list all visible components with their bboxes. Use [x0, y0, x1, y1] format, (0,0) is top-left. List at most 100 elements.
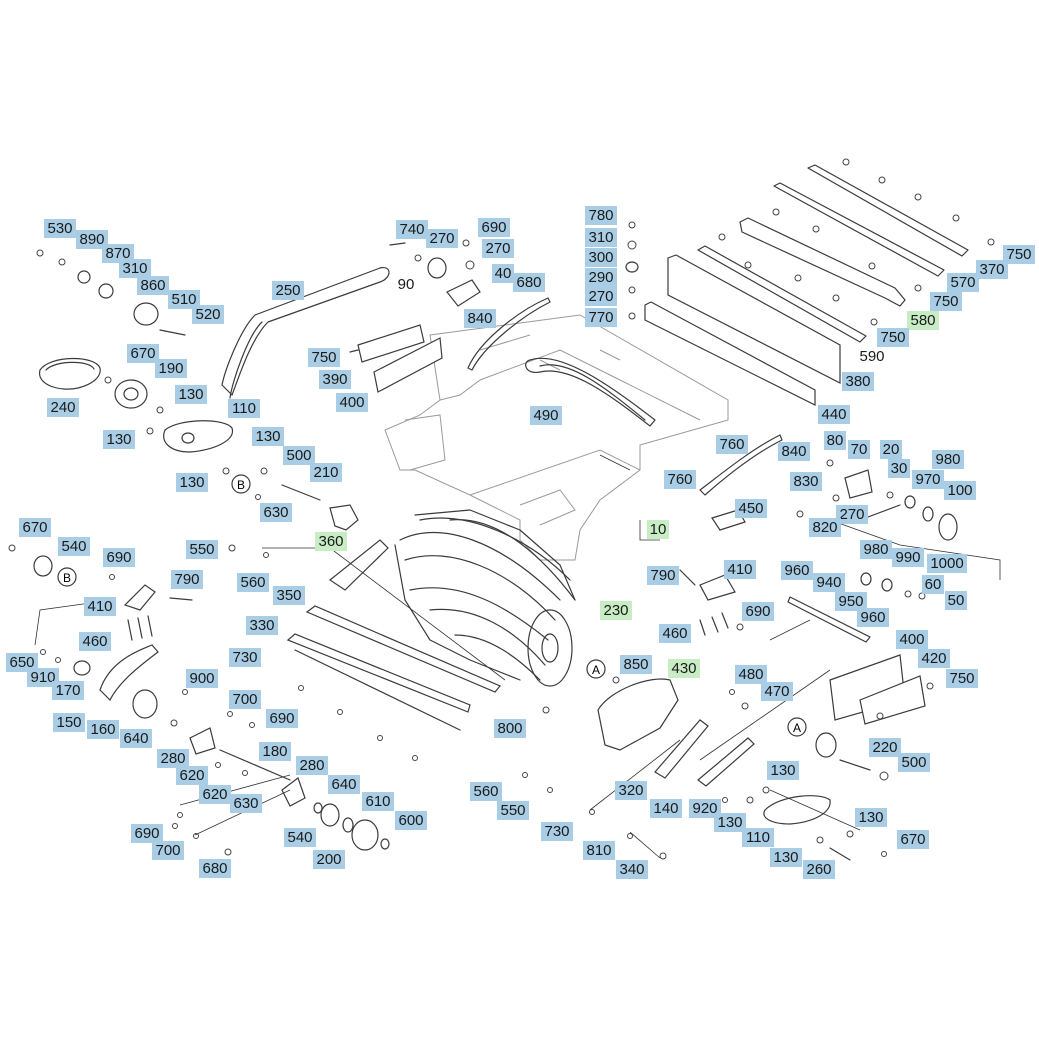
callout-label: 270 — [585, 287, 617, 306]
callout-label: 90 — [397, 276, 415, 293]
callout-label: 960 — [857, 608, 889, 627]
callout-label: 190 — [155, 359, 187, 378]
callout-label: 130 — [252, 427, 284, 446]
callout-label: 600 — [395, 811, 427, 830]
callout-label: 780 — [585, 206, 617, 225]
callout-label: 570 — [947, 273, 979, 292]
callout-label: 820 — [809, 518, 841, 537]
callout-label: 450 — [735, 499, 767, 518]
callout-label: 840 — [464, 309, 496, 328]
callout-label: 500 — [898, 753, 930, 772]
callout-label: 770 — [585, 308, 617, 327]
callout-label: 50 — [945, 591, 967, 610]
callout-label: 370 — [976, 260, 1008, 279]
callout-label: 830 — [790, 472, 822, 491]
right-assembly — [679, 434, 958, 725]
callout-label: 480 — [735, 665, 767, 684]
callout-label: 530 — [44, 219, 76, 238]
callout-label: 800 — [494, 719, 526, 738]
callout-label: 460 — [79, 632, 111, 651]
callout-label: 330 — [246, 616, 278, 635]
callout-label: 870 — [102, 244, 134, 263]
callout-label: 620 — [176, 766, 208, 785]
callout-label: 520 — [192, 305, 224, 324]
callout-label: 130 — [176, 473, 208, 492]
callout-label: 610 — [362, 792, 394, 811]
callout-label: 210 — [310, 463, 342, 482]
callout-label: 260 — [803, 860, 835, 879]
callout-label: 400 — [336, 393, 368, 412]
callout-label: 540 — [58, 537, 90, 556]
callout-label: 430 — [668, 659, 700, 678]
callout-label: 130 — [714, 813, 746, 832]
callout-label: 110 — [228, 399, 260, 418]
callout-label: 410 — [724, 560, 756, 579]
callout-label: 360 — [315, 532, 347, 551]
callout-label: 560 — [237, 573, 269, 592]
callout-label: 620 — [199, 785, 231, 804]
callout-label: 670 — [19, 518, 51, 537]
callout-label: 490 — [530, 406, 562, 425]
callout-label: 420 — [918, 649, 950, 668]
callout-label: 560 — [470, 782, 502, 801]
callout-label: 810 — [583, 841, 615, 860]
scraper-strips — [644, 158, 995, 406]
callout-label: 890 — [76, 230, 108, 249]
callout-label: 310 — [119, 259, 151, 278]
callout-label: 140 — [650, 799, 682, 818]
callout-label: 540 — [284, 828, 316, 847]
callout-label: 670 — [127, 344, 159, 363]
callout-label: 10 — [647, 520, 669, 539]
callout-label: 470 — [761, 682, 793, 701]
callout-label: 840 — [778, 442, 810, 461]
callout-label: 320 — [615, 781, 647, 800]
callout-label: 130 — [175, 385, 207, 404]
callout-label: 80 — [824, 431, 846, 450]
callout-label: 130 — [855, 808, 887, 827]
callout-label: 280 — [157, 749, 189, 768]
callout-label: 510 — [168, 290, 200, 309]
callout-label: 200 — [313, 850, 345, 869]
callout-label: 380 — [842, 372, 874, 391]
callout-label: 180 — [259, 742, 291, 761]
callout-label: 980 — [932, 450, 964, 469]
bottom-left-assembly — [172, 727, 390, 856]
callout-label: 130 — [770, 848, 802, 867]
callout-label: 550 — [186, 540, 218, 559]
callout-label: 100 — [944, 481, 976, 500]
callout-label: 390 — [319, 370, 351, 389]
callout-label: 440 — [818, 405, 850, 424]
callout-label: 240 — [47, 398, 79, 417]
sweeper-rotor — [394, 509, 576, 687]
callout-label: 910 — [27, 668, 59, 687]
callout-label: 690 — [131, 824, 163, 843]
ref-a-2: A — [793, 721, 801, 735]
callout-label: 750 — [308, 348, 340, 367]
callout-label: 690 — [103, 548, 135, 567]
callout-label: 230 — [600, 601, 632, 620]
callout-label: 900 — [186, 669, 218, 688]
callout-label: 150 — [53, 713, 85, 732]
callout-label: 950 — [835, 592, 867, 611]
callout-label: 110 — [742, 828, 774, 847]
belt-drive-left — [36, 249, 390, 531]
callout-label: 750 — [930, 292, 962, 311]
callout-label: 650 — [6, 653, 38, 672]
callout-label: 270 — [836, 505, 868, 524]
callout-label: 550 — [497, 801, 529, 820]
callout-label: 640 — [328, 775, 360, 794]
callout-label: 30 — [888, 459, 910, 478]
callout-label: 790 — [171, 570, 203, 589]
callout-label: 920 — [689, 799, 721, 818]
callout-label: 220 — [869, 738, 901, 757]
callout-label: 730 — [541, 822, 573, 841]
callout-label: 740 — [396, 220, 428, 239]
callout-label: 60 — [922, 575, 944, 594]
callout-label: 700 — [229, 690, 261, 709]
callout-label: 500 — [283, 446, 315, 465]
callout-label: 750 — [877, 328, 909, 347]
callout-label: 310 — [585, 228, 617, 247]
callout-label: 750 — [946, 669, 978, 688]
left-middle-assembly — [8, 539, 501, 761]
